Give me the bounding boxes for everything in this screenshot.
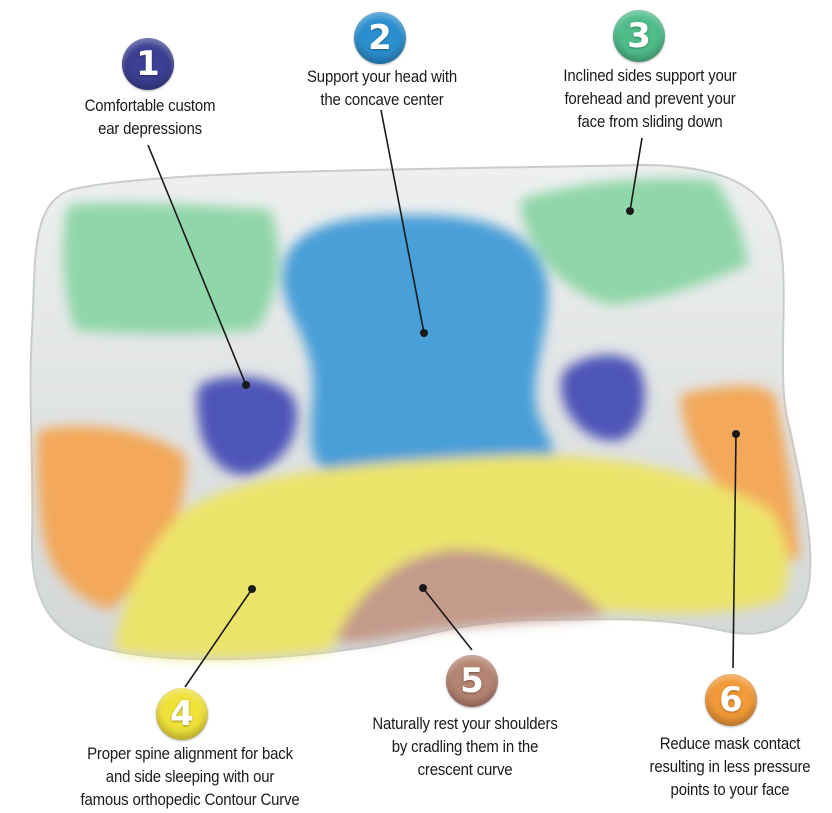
caption-shoulder-crescent: Naturally rest your shoulders by cradlin… xyxy=(346,712,584,781)
head-zone xyxy=(283,215,554,476)
badge-6: 6 xyxy=(705,674,757,726)
pointer-dot-1 xyxy=(242,381,250,389)
pointer-dot-5 xyxy=(419,584,427,592)
badge-1: 1 xyxy=(122,38,174,90)
caption-inclined-sides: Inclined sides support your forehead and… xyxy=(536,64,765,133)
pointer-dot-4 xyxy=(248,585,256,593)
pointer-dot-6 xyxy=(732,430,740,438)
caption-spine-alignment: Proper spine alignment for back and side… xyxy=(49,742,331,811)
badge-5: 5 xyxy=(446,655,498,707)
caption-mask-contact: Reduce mask contact resulting in less pr… xyxy=(624,732,832,801)
caption-concave-center: Support your head with the concave cente… xyxy=(276,65,487,111)
badge-2: 2 xyxy=(354,12,406,64)
pointer-dot-2 xyxy=(420,329,428,337)
caption-ear-depressions: Comfortable custom ear depressions xyxy=(53,94,247,140)
badge-3: 3 xyxy=(613,10,665,62)
pointer-dot-3 xyxy=(626,207,634,215)
badge-4: 4 xyxy=(156,688,208,740)
forehead-zone-left xyxy=(63,203,278,334)
